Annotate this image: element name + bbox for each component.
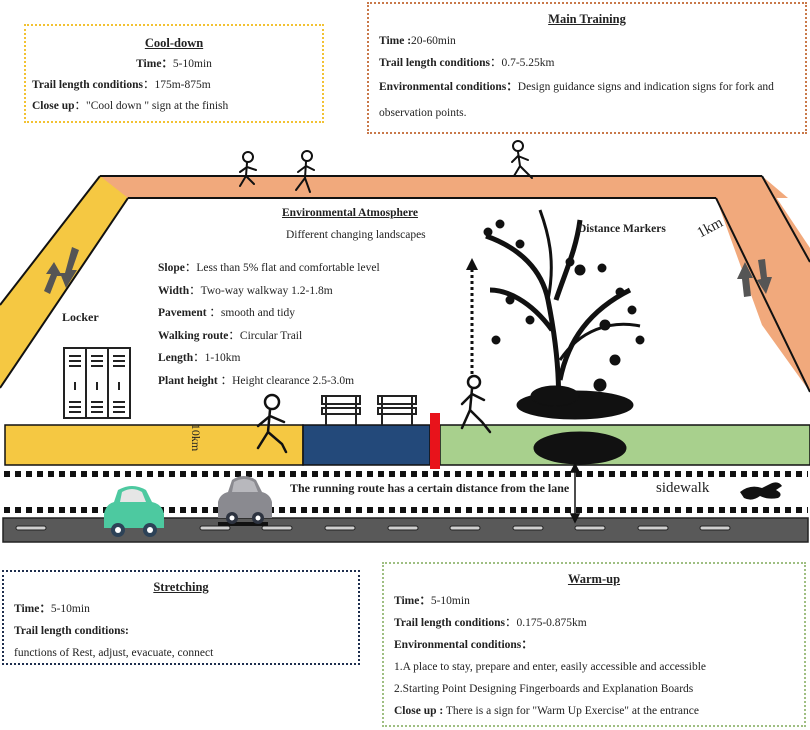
- cool-down-close-up: Close up："Cool down " sign at the finish: [32, 100, 229, 112]
- lane-distance-note: The running route has a certain distance…: [290, 481, 570, 495]
- bench-icon: [321, 395, 417, 425]
- cool-down-title: Cool-down: [144, 36, 204, 50]
- warm-up-close-up: Close up : There is a sign for "Warm Up …: [394, 705, 699, 717]
- environment-item: Slope：Less than 5% flat and comfortable …: [158, 262, 380, 274]
- tree-icon: [483, 209, 645, 465]
- warm-up-environment-item: 1.A place to stay, prepare and enter, ea…: [394, 661, 707, 673]
- stretching-trail-label: Trail length conditions:: [14, 625, 129, 637]
- environment-title: Environmental Atmosphere: [282, 207, 418, 219]
- finish-marker: [430, 413, 440, 469]
- warm-up-trail-length: Trail length conditions：0.175-0.875km: [394, 617, 587, 629]
- car-icon-green: [104, 486, 164, 537]
- cool-down-box: Cool-down Time：5-10min Trail length cond…: [24, 24, 324, 123]
- two-way-arrow-icon-left: [42, 247, 79, 294]
- runner-icon: [239, 151, 257, 187]
- stretching-time: Time：5-10min: [14, 603, 90, 615]
- car-icon-gray: [218, 476, 272, 526]
- main-training-time: Time :20-60min: [379, 35, 456, 47]
- locker-icon: [63, 347, 131, 419]
- main-training-environment: Environmental conditions：Design guidance…: [379, 81, 774, 119]
- environment-subtitle: Different changing landscapes: [286, 229, 426, 241]
- distance-markers-label: Distance Markers: [578, 223, 666, 235]
- warm-up-environment-item: 2.Starting Point Designing Fingerboards …: [394, 683, 694, 695]
- cool-down-track-bottom: [4, 424, 304, 466]
- warm-up-time: Time：5-10min: [394, 595, 470, 607]
- warm-up-title: Warm-up: [567, 572, 621, 586]
- main-training-title: Main Training: [548, 12, 626, 26]
- runner-icon: [256, 393, 288, 454]
- main-training-trail-length: Trail length conditions：0.7-5.25km: [379, 57, 555, 69]
- runner-icon: [511, 140, 533, 179]
- warm-up-environment-label: Environmental conditions：: [394, 639, 533, 651]
- stretching-title: Stretching: [153, 580, 209, 594]
- environment-item: Width：Two-way walkway 1.2-1.8m: [158, 284, 333, 297]
- runner-icon: [295, 150, 315, 193]
- stretching-track: [302, 424, 431, 466]
- environment-item: Plant height ：Height clearance 2.5-3.0m: [158, 374, 355, 387]
- main-training-box: Main Training Time :20-60min Trail lengt…: [367, 2, 807, 134]
- bird-icon: [740, 482, 782, 500]
- environment-item: Pavement ：smooth and tidy: [158, 307, 296, 319]
- sidewalk-label: sidewalk: [656, 480, 710, 496]
- runner-icon: [460, 374, 492, 434]
- stretching-functions: functions of Rest, adjust, evacuate, con…: [14, 647, 214, 659]
- warm-up-box: Warm-up Time：5-10min Trail length condit…: [382, 562, 806, 727]
- locker-label: Locker: [62, 310, 99, 324]
- distance-arrow-icon: [569, 462, 581, 524]
- environment-list: Slope：Less than 5% flat and comfortable …: [158, 257, 380, 392]
- main-training-track-top: [100, 176, 788, 198]
- ten-km-label: 10km: [189, 423, 204, 452]
- cool-down-time: Time：5-10min: [136, 58, 212, 70]
- cool-down-trail-length: Trail length conditions：175m-875m: [32, 79, 211, 91]
- environment-item: Length：1-10km: [158, 352, 241, 364]
- stretching-box: Stretching Time：5-10min Trail length con…: [2, 570, 360, 665]
- two-way-arrow-icon-right: [737, 259, 772, 297]
- environment-item: Walking route：Circular Trail: [158, 329, 303, 342]
